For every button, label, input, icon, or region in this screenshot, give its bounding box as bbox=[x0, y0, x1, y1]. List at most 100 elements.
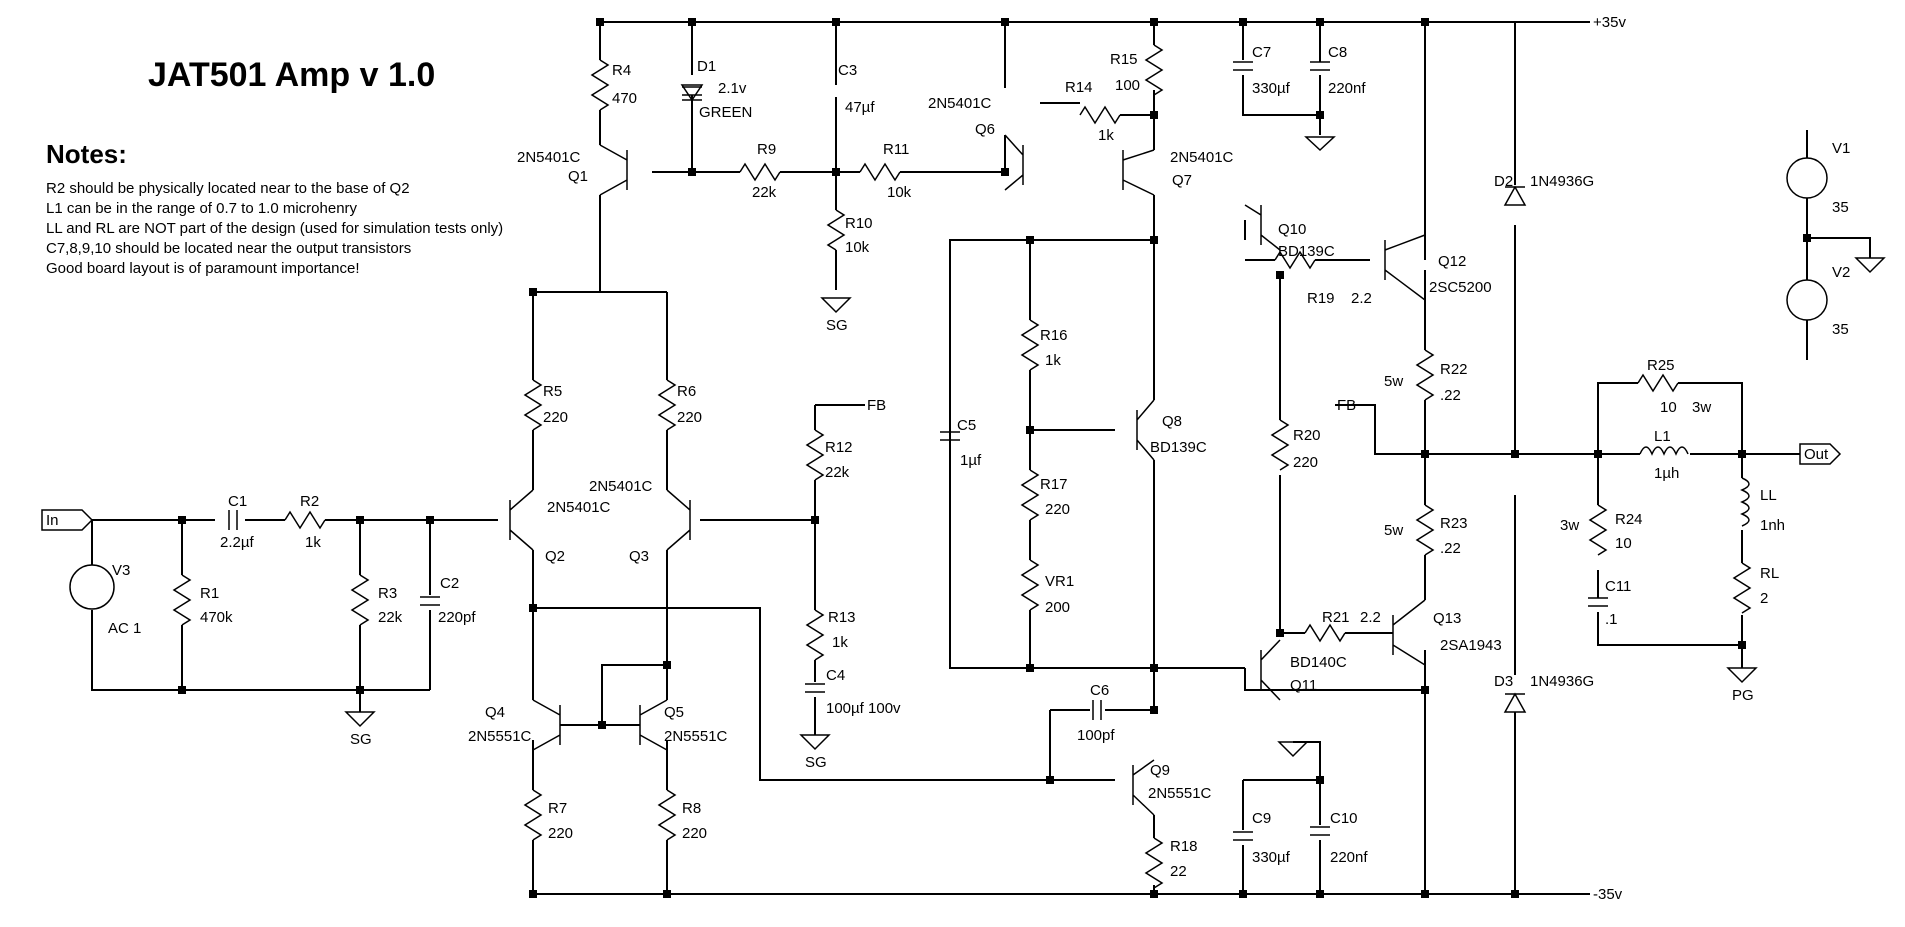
component-ref: R22 bbox=[1440, 361, 1468, 378]
component-value: .1 bbox=[1605, 611, 1618, 628]
component-ref: Q7 bbox=[1172, 172, 1192, 189]
component-ref: R6 bbox=[677, 383, 696, 400]
component-value: AC 1 bbox=[108, 620, 141, 637]
component-ref: Q12 bbox=[1438, 253, 1466, 270]
component-value: 2.2 bbox=[1360, 609, 1381, 626]
component-value: 1k bbox=[1045, 352, 1061, 369]
component-ref: C5 bbox=[957, 417, 976, 434]
component-value: .22 bbox=[1440, 540, 1461, 557]
component-ref: D1 bbox=[697, 58, 716, 75]
component-value: 2SA1943 bbox=[1440, 637, 1502, 654]
component-value: 100pf bbox=[1077, 727, 1115, 744]
component-ref: R23 bbox=[1440, 515, 1468, 532]
rail-positive-label: +35v bbox=[1593, 14, 1626, 31]
component-ref: R4 bbox=[612, 62, 631, 79]
component-ref: R14 bbox=[1065, 79, 1093, 96]
component-ref: Q2 bbox=[545, 548, 565, 565]
component-value: 1N4936G bbox=[1530, 673, 1594, 690]
component-ref: Q8 bbox=[1162, 413, 1182, 430]
component-value: 3w bbox=[1560, 517, 1579, 534]
component-ref: D2 bbox=[1494, 173, 1513, 190]
component-value: 2.2µf bbox=[220, 534, 254, 551]
component-value: 35 bbox=[1832, 199, 1849, 216]
component-ref: Q6 bbox=[975, 121, 995, 138]
component-value: 2N5401C bbox=[1170, 149, 1234, 166]
component-value: 1k bbox=[1098, 127, 1114, 144]
output-port-label: Out bbox=[1804, 446, 1829, 463]
component-value: 1nh bbox=[1760, 517, 1785, 534]
component-value: 10k bbox=[887, 184, 912, 201]
component-value: 35 bbox=[1832, 321, 1849, 338]
component-ref: R8 bbox=[682, 800, 701, 817]
notes-heading: Notes: bbox=[46, 139, 127, 169]
component-value: 220nf bbox=[1330, 849, 1368, 866]
input-port-label: In bbox=[46, 512, 59, 529]
component-value: 22 bbox=[1170, 863, 1187, 880]
component-value: 22k bbox=[378, 609, 403, 626]
component-ref: Q4 bbox=[485, 704, 505, 721]
component-value: BD139C bbox=[1150, 439, 1207, 456]
component-ref: V1 bbox=[1832, 140, 1850, 157]
component-ref: C10 bbox=[1330, 810, 1358, 827]
component-ref: Q1 bbox=[568, 168, 588, 185]
component-ref: R19 bbox=[1307, 290, 1335, 307]
component-value: 2.2 bbox=[1351, 290, 1372, 307]
component-value: 1N4936G bbox=[1530, 173, 1594, 190]
component-value: 470 bbox=[612, 90, 637, 107]
note-line: LL and RL are NOT part of the design (us… bbox=[46, 220, 503, 237]
note-line: R2 should be physically located near to … bbox=[46, 180, 410, 197]
component-ref: Q9 bbox=[1150, 762, 1170, 779]
component-labels: R4 470 D1 2.1v GREEN C3 47µf R9 22k R11 … bbox=[108, 44, 1850, 880]
component-ref: Q5 bbox=[664, 704, 684, 721]
component-value: 1k bbox=[832, 634, 848, 651]
component-value: 10 bbox=[1615, 535, 1632, 552]
component-ref: Q3 bbox=[629, 548, 649, 565]
component-value: 220pf bbox=[438, 609, 476, 626]
component-ref: V2 bbox=[1832, 264, 1850, 281]
component-ref: R21 bbox=[1322, 609, 1350, 626]
pg-ground-label: PG bbox=[1732, 687, 1754, 704]
component-value: 100µf 100v bbox=[826, 700, 901, 717]
component-value: 100 bbox=[1115, 77, 1140, 94]
component-value: 2N5401C bbox=[547, 499, 611, 516]
component-ref: R16 bbox=[1040, 327, 1068, 344]
component-ref: R17 bbox=[1040, 476, 1068, 493]
component-ref: C4 bbox=[826, 667, 845, 684]
component-value: 2N5551C bbox=[664, 728, 728, 745]
component-value: 1µh bbox=[1654, 465, 1679, 482]
component-value: 200 bbox=[1045, 599, 1070, 616]
junction-dots bbox=[178, 18, 1811, 898]
component-value: 2 bbox=[1760, 590, 1768, 607]
component-ref: VR1 bbox=[1045, 573, 1074, 590]
component-value: 5w bbox=[1384, 373, 1403, 390]
component-ref: D3 bbox=[1494, 673, 1513, 690]
component-ref: R25 bbox=[1647, 357, 1675, 374]
sg-ground-label: SG bbox=[826, 317, 848, 334]
component-ref: R13 bbox=[828, 609, 856, 626]
note-line: L1 can be in the range of 0.7 to 1.0 mic… bbox=[46, 200, 358, 217]
component-value: 220 bbox=[543, 409, 568, 426]
component-value: 220 bbox=[677, 409, 702, 426]
component-ref: R2 bbox=[300, 493, 319, 510]
component-ref: R12 bbox=[825, 439, 853, 456]
component-ref: C1 bbox=[228, 493, 247, 510]
component-value: 220 bbox=[1045, 501, 1070, 518]
component-value: GREEN bbox=[699, 104, 752, 121]
component-value: 3w bbox=[1692, 399, 1711, 416]
component-ref: C9 bbox=[1252, 810, 1271, 827]
component-value: 10k bbox=[845, 239, 870, 256]
component-value: 2N5401C bbox=[517, 149, 581, 166]
sg-ground-label: SG bbox=[805, 754, 827, 771]
component-ref: R24 bbox=[1615, 511, 1643, 528]
component-ref: C3 bbox=[838, 62, 857, 79]
sg-ground-label: SG bbox=[350, 731, 372, 748]
component-value: 22k bbox=[825, 464, 850, 481]
component-ref: Q11 bbox=[1290, 677, 1317, 694]
component-value: .22 bbox=[1440, 387, 1461, 404]
component-value: BD139C bbox=[1278, 243, 1335, 260]
component-ref: R11 bbox=[883, 141, 909, 158]
component-value: 10 bbox=[1660, 399, 1677, 416]
component-ref: RL bbox=[1760, 565, 1779, 582]
component-ref: R18 bbox=[1170, 838, 1198, 855]
